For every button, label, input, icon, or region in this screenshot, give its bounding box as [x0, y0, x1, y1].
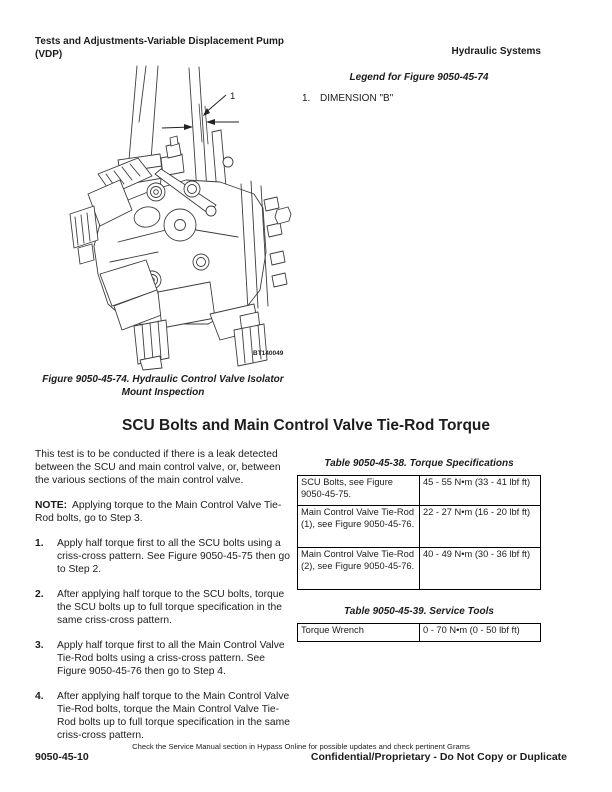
figure-hydraulic-valve: 1 BT140049 [58, 62, 350, 372]
spec-value: 22 - 27 N•m (16 - 20 lbf ft) [419, 505, 541, 548]
note-text: Applying torque to the Main Control Valv… [35, 500, 282, 524]
footer-notice: Check the Service Manual section in Hypa… [132, 742, 470, 751]
tables-column: Table 9050-45-38. Torque Specifications … [297, 458, 541, 658]
legend-title: Legend for Figure 9050-45-74 [349, 72, 489, 83]
table-caption-service-tools: Table 9050-45-39. Service Tools [344, 606, 494, 617]
footer-page-number: 9050-45-10 [35, 751, 89, 763]
step-number: 1. [35, 538, 44, 549]
figure-caption-line1: Figure 9050-45-74. Hydraulic Control Val… [42, 374, 284, 385]
spec-value: 45 - 55 N•m (33 - 41 lbf ft) [419, 475, 541, 506]
legend-item-number: 1. [302, 93, 311, 104]
table-row: Main Control Valve Tie-Rod (1), see Figu… [297, 505, 541, 548]
header-left: Tests and Adjustments-Variable Displacem… [35, 36, 365, 61]
step-number: 3. [35, 640, 44, 651]
figure-caption-line2: Mount Inspection [121, 386, 205, 398]
step-text: After applying half torque to the SCU bo… [57, 589, 285, 626]
step-text: Apply half torque first to all the Main … [57, 640, 285, 677]
step-item: 4. After applying half torque to the Mai… [35, 690, 291, 742]
table-row: Main Control Valve Tie-Rod (2), see Figu… [297, 547, 541, 590]
spec-label: SCU Bolts, see Figure 9050-45-75. [297, 475, 420, 506]
footer-row: 9050-45-10 Confidential/Proprietary - Do… [35, 751, 567, 763]
step-text: After applying half torque to the Main C… [57, 691, 290, 741]
step-number: 2. [35, 589, 44, 600]
tool-label: Torque Wrench [297, 623, 420, 642]
valve-line-drawing-image: 1 BT140049 [69, 65, 292, 371]
table-row: SCU Bolts, see Figure 9050-45-75. 45 - 5… [297, 475, 541, 506]
spec-label: Main Control Valve Tie-Rod (2), see Figu… [297, 547, 420, 590]
service-tools-table: Torque Wrench 0 - 70 N•m (0 - 50 lbf ft) [297, 623, 541, 642]
tool-value: 0 - 70 N•m (0 - 50 lbf ft) [419, 623, 541, 642]
step-number: 4. [35, 691, 44, 702]
figure-image-code: BT140049 [253, 350, 284, 357]
header-right: Hydraulic Systems [451, 46, 542, 57]
step-item: 3. Apply half torque first to all the Ma… [35, 639, 291, 678]
table-caption-torque: Table 9050-45-38. Torque Specifications [324, 458, 514, 469]
figure-caption: Figure 9050-45-74. Hydraulic Control Val… [35, 374, 291, 399]
step-item: 2. After applying half torque to the SCU… [35, 588, 291, 627]
header-left-line2: (VDP) [35, 48, 63, 60]
note-paragraph: NOTE:Applying torque to the Main Control… [35, 499, 291, 525]
legend-item-text: DIMENSION "B" [320, 93, 394, 104]
legend-item: 1. DIMENSION "B" [302, 93, 541, 104]
torque-spec-table: SCU Bolts, see Figure 9050-45-75. 45 - 5… [297, 475, 541, 590]
figure-callout-label: 1 [230, 91, 235, 102]
intro-paragraph: This test is to be conducted if there is… [35, 449, 281, 486]
header-left-line1: Tests and Adjustments-Variable Displacem… [35, 36, 284, 47]
section-title: SCU Bolts and Main Control Valve Tie-Rod… [121, 417, 490, 434]
spec-value: 40 - 49 N•m (30 - 36 lbf ft) [419, 547, 541, 590]
note-label: NOTE: [35, 500, 68, 511]
table-row: Torque Wrench 0 - 70 N•m (0 - 50 lbf ft) [297, 623, 541, 642]
body-text-column: This test is to be conducted if there is… [35, 448, 291, 754]
step-item: 1. Apply half torque first to all the SC… [35, 537, 291, 576]
footer-confidential: Confidential/Proprietary - Do Not Copy o… [310, 751, 567, 763]
spec-label: Main Control Valve Tie-Rod (1), see Figu… [297, 505, 420, 548]
step-text: Apply half torque first to all the SCU b… [57, 538, 290, 575]
